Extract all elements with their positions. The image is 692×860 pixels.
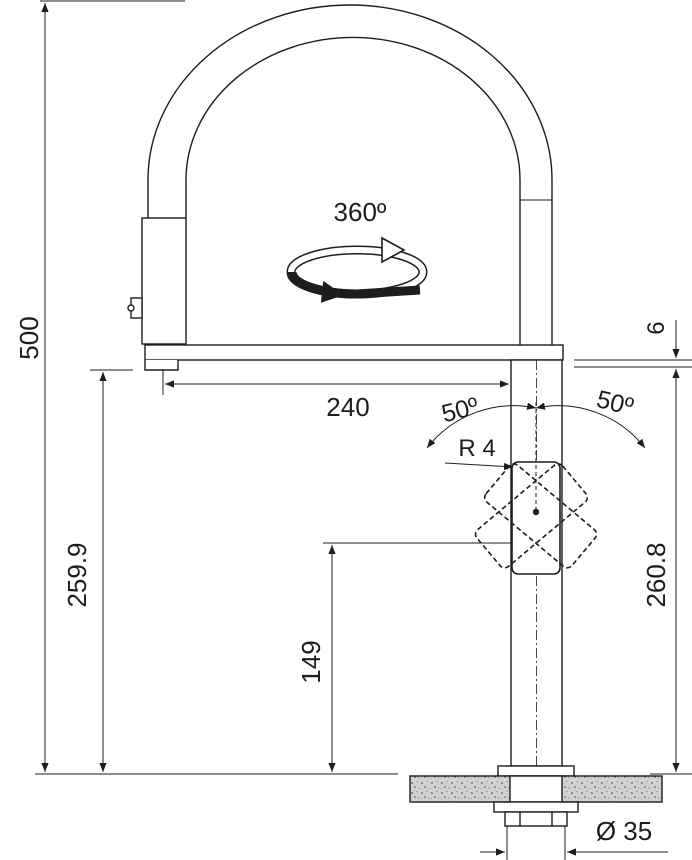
spout-arch-inner	[185, 36, 521, 345]
spout-arm	[144, 344, 564, 361]
dim-rotation-label: 360º	[334, 197, 387, 227]
dim-500-label: 500	[14, 316, 44, 359]
dim-259-9-label: 259.9	[62, 542, 92, 607]
handset	[141, 217, 187, 345]
dim-260-8-label: 260.8	[641, 542, 671, 607]
dim-angle-left-label: 50º	[439, 392, 482, 428]
tap-outline	[127, 4, 663, 827]
rotation-arrow-icon	[286, 236, 428, 303]
spout-arch	[147, 4, 553, 345]
base-ring	[497, 765, 575, 777]
dim-radius-label: R 4	[458, 435, 495, 462]
fixing-shank	[504, 811, 568, 827]
fixing-nut	[493, 801, 579, 813]
lever-positions	[474, 463, 598, 569]
dim-240-label: 240	[326, 392, 369, 422]
dim-diameter-label: Ø 35	[596, 816, 652, 846]
dim-149-label: 149	[296, 640, 326, 683]
dim-6-label: 6	[643, 321, 670, 334]
dimension-lines	[35, 0, 692, 860]
dim-angle-right-label: 50º	[594, 385, 637, 421]
